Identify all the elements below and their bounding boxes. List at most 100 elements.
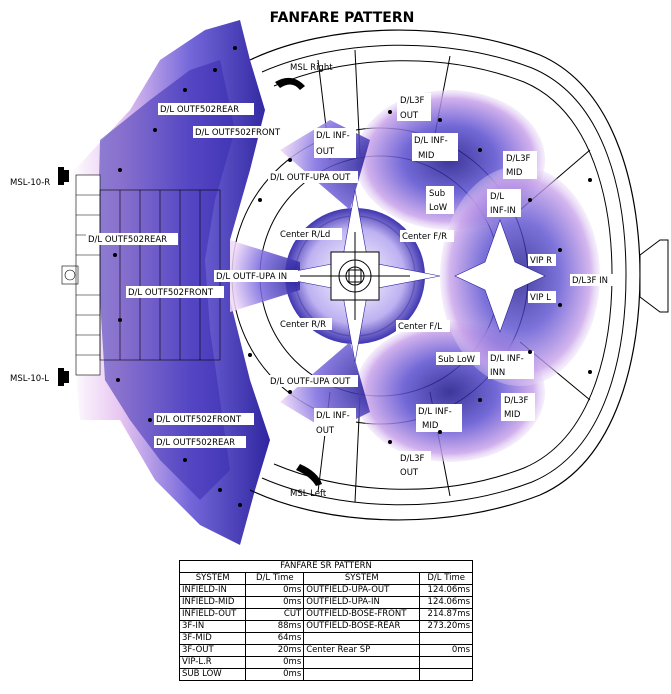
label-vip-l: VIP L xyxy=(530,293,551,303)
table-header-row: SYSTEM D/L Time SYSTEM D/L Time xyxy=(178,572,473,585)
label-outf502front-top: D/L OUTF502FRONT xyxy=(195,128,281,138)
label-sublow-top-2: LoW xyxy=(429,203,448,213)
label-outf502rear-bot: D/L OUTF502REAR xyxy=(156,438,235,448)
label-center-rr: Center R/R xyxy=(280,320,326,330)
msl-right-speaker xyxy=(275,77,305,90)
table-cell: 64ms xyxy=(245,632,305,645)
sr-pattern-table-container: FANFARE SR PATTERN SYSTEM D/L Time SYSTE… xyxy=(178,560,473,681)
label-inf-in-top-2: INF-IN xyxy=(490,206,516,216)
label-inf-out-bot-1: D/L INF- xyxy=(316,411,350,421)
table-cell: SUB LOW xyxy=(178,668,247,681)
table-cell: INFIELD-MID xyxy=(178,596,247,609)
table-caption: FANFARE SR PATTERN xyxy=(179,560,473,573)
table-cell: OUTFIELD-BOSE-FRONT xyxy=(303,608,421,621)
label-upa-out-top: D/L OUTF-UPA OUT xyxy=(270,173,351,183)
table-cell: 0ms xyxy=(245,668,305,681)
label-3f-out-top-2: OUT xyxy=(400,111,419,121)
table-caption-row: FANFARE SR PATTERN xyxy=(179,560,473,573)
table-cell: 124.06ms xyxy=(419,584,473,597)
label-inf-in-bot-1: D/L INF- xyxy=(490,354,524,364)
label-outf502front-bot: D/L OUTF502FRONT xyxy=(156,415,242,425)
label-outf502front-mid: D/L OUTF502FRONT xyxy=(128,288,214,298)
table-cell: 124.06ms xyxy=(419,596,473,609)
label-upa-in: D/L OUTF-UPA IN xyxy=(216,272,287,282)
table-cell: OUTFIELD-UPA-OUT xyxy=(303,584,421,597)
msl-10-l-speaker xyxy=(58,368,69,386)
label-inf-in-top-1: D/L xyxy=(490,192,504,202)
table-cell: INFIELD-IN xyxy=(178,584,247,597)
table-cell: 273.20ms xyxy=(419,620,473,633)
table-cell: OUTFIELD-UPA-IN xyxy=(303,596,421,609)
table-cell: Center Rear SP xyxy=(303,644,421,657)
table-cell xyxy=(419,668,473,681)
label-3f-out-top-1: D/L3F xyxy=(400,96,425,106)
table-cell: 0ms xyxy=(419,644,473,657)
label-inf-out-bot-2: OUT xyxy=(316,426,335,436)
label-upa-out-bot: D/L OUTF-UPA OUT xyxy=(270,377,351,387)
table-cell xyxy=(419,656,473,669)
table-cell: OUTFIELD-BOSE-REAR xyxy=(303,620,421,633)
table-row: VIP-L.R 0ms xyxy=(178,656,473,669)
label-msl-10-r: MSL-10-R xyxy=(10,178,50,188)
label-outf502rear-top: D/L OUTF502REAR xyxy=(160,105,239,115)
table-cell: 20ms xyxy=(245,644,305,657)
label-center-fr: Center F/R xyxy=(402,232,447,242)
label-vip-r: VIP R xyxy=(530,256,552,266)
table-row: 3F-IN 88ms OUTFIELD-BOSE-REAR 273.20ms xyxy=(178,620,473,633)
label-3f-mid-top-1: D/L3F xyxy=(506,154,531,164)
diagram-title: FANFARE PATTERN xyxy=(270,10,415,26)
label-3f-in: D/L3F IN xyxy=(572,276,608,286)
table-cell: 3F-MID xyxy=(178,632,247,645)
col-header-dl-time: D/L Time xyxy=(245,572,305,585)
label-3f-out-bot-2: OUT xyxy=(400,468,419,478)
table-cell: 0ms xyxy=(245,596,305,609)
label-inf-out-top-1: D/L INF- xyxy=(316,131,350,141)
table-row: 3F-MID 64ms xyxy=(178,632,473,645)
table-cell: CUT xyxy=(245,608,305,621)
table-row: INFIELD-IN 0ms OUTFIELD-UPA-OUT 124.06ms xyxy=(178,584,473,597)
label-sublow-bot: Sub LoW xyxy=(438,355,476,365)
table-cell xyxy=(303,632,421,645)
table-row: SUB LOW 0ms xyxy=(178,668,473,681)
label-3f-mid-bot-2: MID xyxy=(504,410,521,420)
label-inf-in-bot-2: INN xyxy=(490,368,505,378)
label-msl-right: MSL Right xyxy=(290,63,333,73)
label-inf-mid-bot-2: MID xyxy=(422,421,439,431)
label-msl-left: MSL Left xyxy=(290,489,327,499)
col-header-system: SYSTEM xyxy=(178,572,247,585)
label-3f-mid-bot-1: D/L3F xyxy=(504,396,529,406)
table-row: INFIELD-OUT CUT OUTFIELD-BOSE-FRONT 214.… xyxy=(178,608,473,621)
label-inf-mid-bot-1: D/L INF- xyxy=(418,407,452,417)
col-header-system-2: SYSTEM xyxy=(303,572,421,585)
table-cell: 0ms xyxy=(245,584,305,597)
label-sublow-top-1: Sub xyxy=(429,189,445,199)
sr-pattern-table: FANFARE SR PATTERN SYSTEM D/L Time SYSTE… xyxy=(178,560,473,681)
table-cell xyxy=(303,668,421,681)
label-3f-out-bot-1: D/L3F xyxy=(400,454,425,464)
label-inf-mid-top-2: MID xyxy=(418,151,435,161)
table-cell xyxy=(303,656,421,669)
table-row: 3F-OUT 20ms Center Rear SP 0ms xyxy=(178,644,473,657)
table-cell: 3F-OUT xyxy=(178,644,247,657)
label-outf502rear-mid: D/L OUTF502REAR xyxy=(88,235,167,245)
msl-left-speaker xyxy=(296,464,322,486)
table-cell: VIP-L.R xyxy=(178,656,247,669)
table-cell: 0ms xyxy=(245,656,305,669)
table-cell: 214.87ms xyxy=(419,608,473,621)
label-msl-10-l: MSL-10-L xyxy=(10,374,49,384)
label-inf-mid-top-1: D/L INF- xyxy=(414,136,448,146)
col-header-dl-time-2: D/L Time xyxy=(419,572,473,585)
label-3f-mid-top-2: MID xyxy=(506,168,523,178)
label-center-rld: Center R/Ld xyxy=(280,230,330,240)
label-center-fl: Center F/L xyxy=(398,322,442,332)
table-cell: 88ms xyxy=(245,620,305,633)
table-cell: INFIELD-OUT xyxy=(178,608,247,621)
table-cell xyxy=(419,632,473,645)
table-cell: 3F-IN xyxy=(178,620,247,633)
msl-10-r-speaker xyxy=(58,167,69,185)
center-cluster xyxy=(300,232,410,320)
speaker-markers xyxy=(113,46,592,507)
table-row: INFIELD-MID 0ms OUTFIELD-UPA-IN 124.06ms xyxy=(178,596,473,609)
label-inf-out-top-2: OUT xyxy=(316,147,335,157)
